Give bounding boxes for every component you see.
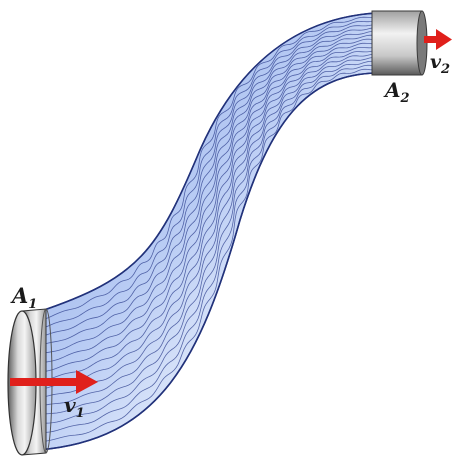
streamline	[38, 27, 376, 347]
inlet-velocity-arrow	[10, 370, 98, 394]
outlet-area-label: A2	[383, 78, 410, 106]
streamline	[38, 30, 376, 355]
streamline	[38, 42, 376, 382]
streamline	[38, 53, 376, 407]
streamline	[38, 34, 376, 364]
streamline	[38, 64, 376, 434]
streamline	[38, 57, 376, 416]
streamline	[38, 20, 376, 331]
tube-bottom-edge	[37, 72, 377, 451]
streamline	[38, 68, 376, 443]
outlet-rim	[371, 10, 428, 76]
streamline	[38, 49, 376, 399]
streamline	[38, 23, 376, 339]
inlet-velocity-label: v1	[64, 393, 85, 421]
streamlines	[38, 16, 376, 443]
outlet-velocity-label: v2	[430, 51, 450, 77]
tube-top-edge	[37, 12, 377, 313]
outlet-velocity-arrow	[424, 29, 452, 50]
streamline	[38, 60, 376, 425]
streamline	[38, 38, 376, 373]
streamline	[38, 16, 376, 322]
streamline	[38, 46, 376, 391]
inlet-area-label: A1	[10, 283, 37, 312]
